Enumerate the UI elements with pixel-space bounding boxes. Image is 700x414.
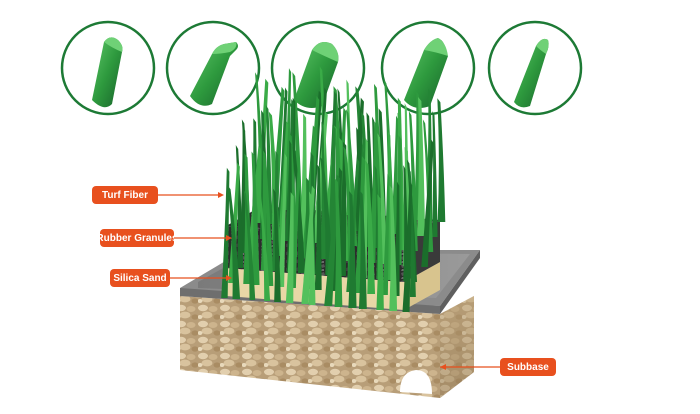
grass-blade [221,167,230,298]
grass-blade [432,111,438,237]
subbase-label: Subbase [507,362,549,373]
grass-blade [299,113,307,242]
grass-blade [314,164,322,290]
callout-silica-sand: Silica Sand [110,269,232,287]
grass-blade [365,160,376,294]
turf-fiber-layer [221,66,446,312]
grass-blade [382,173,390,295]
grass-blade [273,188,281,302]
grass-blade [437,98,446,222]
grass-blade [421,139,434,267]
silica-sand-label: Silica Sand [113,273,166,284]
subbase-layer [180,296,474,398]
callout-turf-fiber: Turf Fiber [92,186,224,204]
grass-blade [389,185,398,311]
grass-blade [292,146,306,273]
callout-rubber-granules: Rubber Granules [96,229,232,247]
fiber-profile-5 [487,20,583,116]
grass-blade [348,191,357,308]
callout-subbase: Subbase [440,358,556,376]
rubber-granules-label: Rubber Granules [96,233,178,244]
grass-blade [358,190,367,309]
grass-blade [227,185,241,299]
grass-blade [334,178,343,307]
grass-blade [320,121,326,259]
grass-blade [262,150,274,286]
grass-blade [243,189,256,300]
grass-blade [278,153,288,287]
grass-blade [402,181,413,312]
grass-blade [376,194,384,310]
fiber-profile-1 [60,20,156,116]
grass-blade [377,133,388,264]
grass-blade [258,190,271,301]
turf-fiber-label: Turf Fiber [102,190,148,201]
grass-blade [277,87,288,226]
grass-blade [251,151,260,285]
grass-blade [416,96,426,237]
grass-blade [320,156,334,275]
grass-blade [308,191,316,305]
fiber-profile-4 [380,20,476,116]
grass-blade [285,192,294,303]
grass-blade [277,120,289,256]
fiber-profile-2 [165,20,261,116]
grass-blade [408,111,418,251]
